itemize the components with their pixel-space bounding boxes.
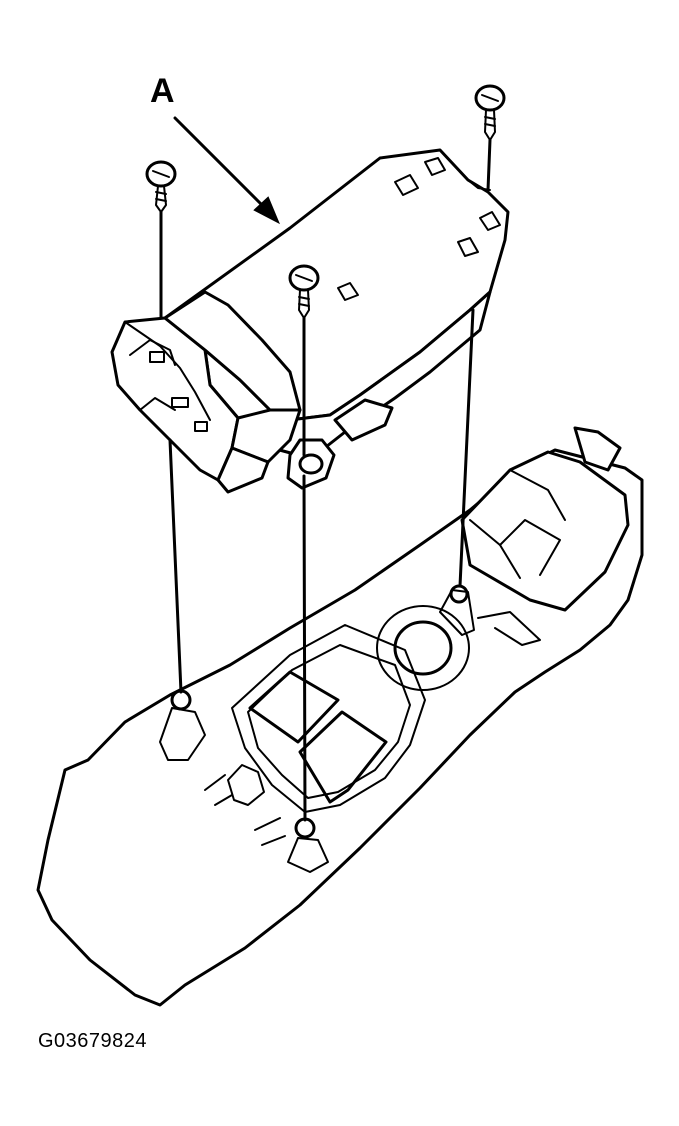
switch-assembly-a (110, 148, 510, 494)
callout-arrow (173, 116, 280, 225)
alignment-lines (159, 138, 492, 822)
screw-right (474, 84, 506, 141)
screw-left (145, 160, 177, 213)
panel-switch-module (460, 426, 630, 612)
figure-id: G03679824 (38, 1030, 148, 1052)
callout-label: A (150, 72, 175, 110)
